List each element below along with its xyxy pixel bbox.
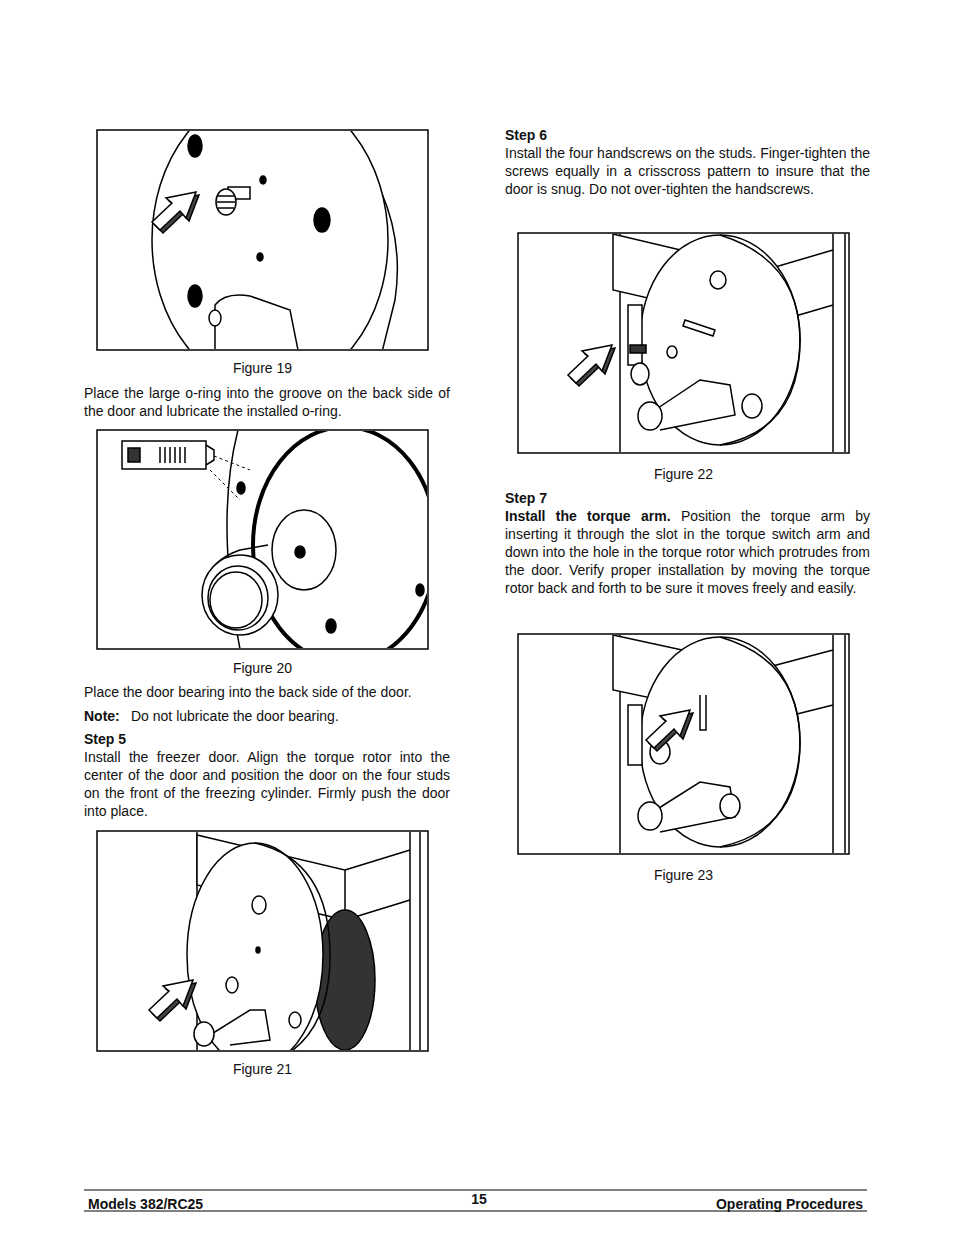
figure-23 [518,634,849,854]
figure-20 [97,427,437,663]
note-label: Note: [84,707,134,725]
figure-21 [97,831,428,1067]
body-text: Place the door bearing into the back sid… [84,683,454,701]
step-lead: Install the torque arm. [505,508,671,524]
footer-text: Operating Procedures [600,1195,863,1213]
page-number: 15 [429,1190,529,1208]
body-text: Install the torque arm. Position the tor… [505,507,870,597]
figure-caption: Figure 19 [97,359,428,377]
figure-19 [97,90,428,390]
body-text: Install the freezer door. Align the torq… [84,748,450,820]
body-text: Place the large o-ring into the groove o… [84,384,450,420]
figure-caption: Figure 21 [97,1060,428,1078]
footer-text: Models 382/RC25 [88,1195,338,1213]
figure-22 [518,233,849,453]
step-heading: Step 5 [84,730,284,748]
figure-caption: Figure 22 [518,465,849,483]
footer-rule [84,1190,867,1191]
figure-caption: Figure 23 [518,866,849,884]
step-heading: Step 7 [505,489,705,507]
body-text: Install the four handscrews on the studs… [505,144,870,198]
figure-caption: Figure 20 [97,659,428,677]
note-text: Do not lubricate the door bearing. [131,707,431,725]
step-heading: Step 6 [505,126,705,144]
